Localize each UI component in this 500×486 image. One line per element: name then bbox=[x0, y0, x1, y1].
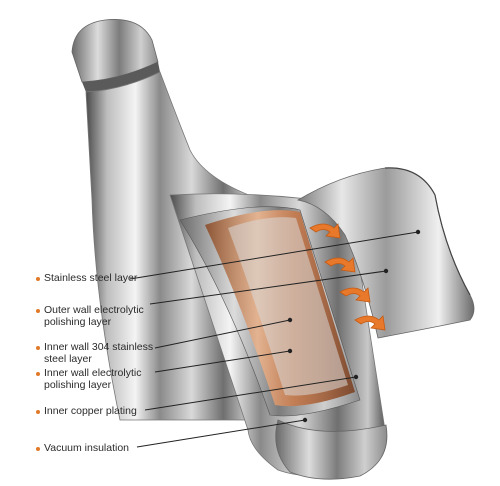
cutaway-section bbox=[179, 206, 361, 417]
label-line: Stainless steel layer bbox=[44, 272, 138, 284]
leader-endpoints bbox=[287, 229, 421, 423]
label-line: Inner copper plating bbox=[44, 405, 137, 417]
bullet-dot bbox=[36, 346, 40, 350]
bottle-cap bbox=[71, 19, 160, 92]
heat-arrow-icon bbox=[309, 223, 386, 331]
bullet-dot bbox=[36, 277, 40, 281]
bullet-dot bbox=[36, 447, 40, 451]
bullet-dot bbox=[36, 410, 40, 414]
label-line: Vacuum insulation bbox=[44, 442, 130, 454]
label-line: polishing layer bbox=[44, 379, 112, 391]
label-line: polishing layer bbox=[44, 316, 112, 328]
bullet-dot bbox=[36, 309, 40, 313]
label-line: Outer wall electrolytic bbox=[44, 304, 144, 316]
leader-lines bbox=[129, 231, 419, 448]
label-line: Inner wall electrolytic bbox=[44, 367, 142, 379]
bottle-base bbox=[275, 419, 388, 480]
label-line: steel layer bbox=[44, 353, 92, 365]
bullet-dot bbox=[36, 372, 40, 376]
label-line: Inner wall 304 stainless bbox=[44, 341, 154, 353]
peeled-outer-layer bbox=[296, 167, 475, 339]
